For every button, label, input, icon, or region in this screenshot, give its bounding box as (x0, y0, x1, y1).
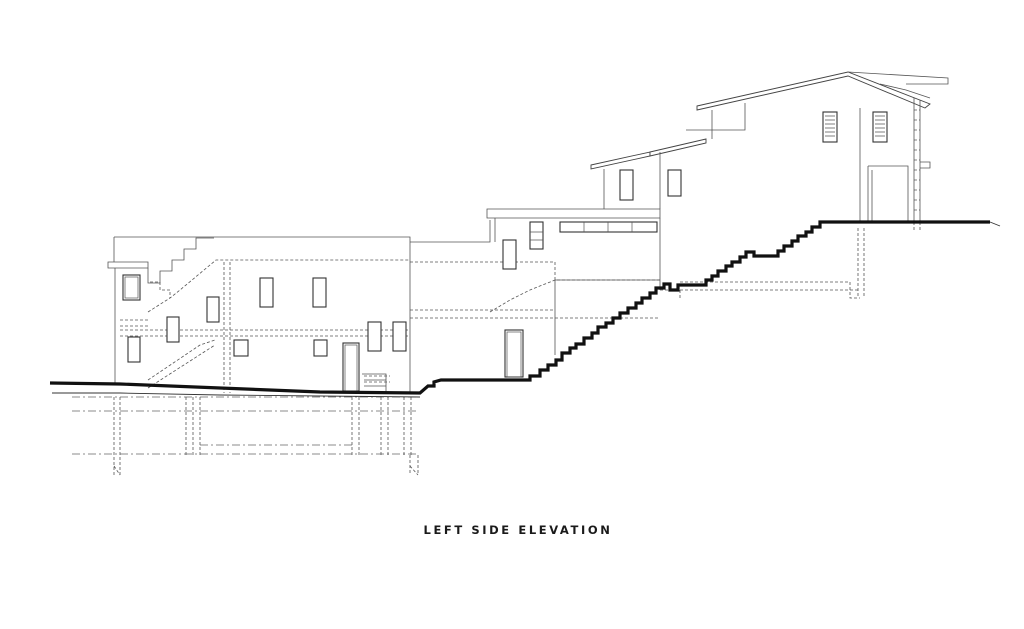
window (312, 277, 327, 308)
door (504, 329, 524, 378)
upper-middle-block (590, 129, 713, 209)
window (529, 221, 544, 250)
window (122, 274, 141, 301)
window (313, 339, 328, 357)
middle-building-block (410, 208, 865, 355)
window (259, 277, 274, 308)
window (502, 239, 517, 270)
drawing-title: LEFT SIDE ELEVATION (423, 523, 613, 537)
window (127, 336, 141, 363)
window (559, 221, 658, 233)
window (206, 296, 220, 323)
window (667, 169, 682, 197)
windows (122, 111, 888, 363)
louver-vent (822, 111, 838, 143)
door (342, 342, 360, 392)
window (619, 169, 634, 201)
lower-building-block (107, 236, 411, 393)
window (367, 321, 382, 352)
louver-vent (872, 111, 888, 143)
window (166, 316, 180, 343)
window (392, 321, 407, 352)
foundation-lines (72, 396, 420, 476)
window (233, 339, 249, 357)
upper-building-block (696, 71, 949, 232)
entry-stair (362, 373, 387, 393)
doors (342, 329, 524, 392)
grade-line (49, 220, 1001, 398)
